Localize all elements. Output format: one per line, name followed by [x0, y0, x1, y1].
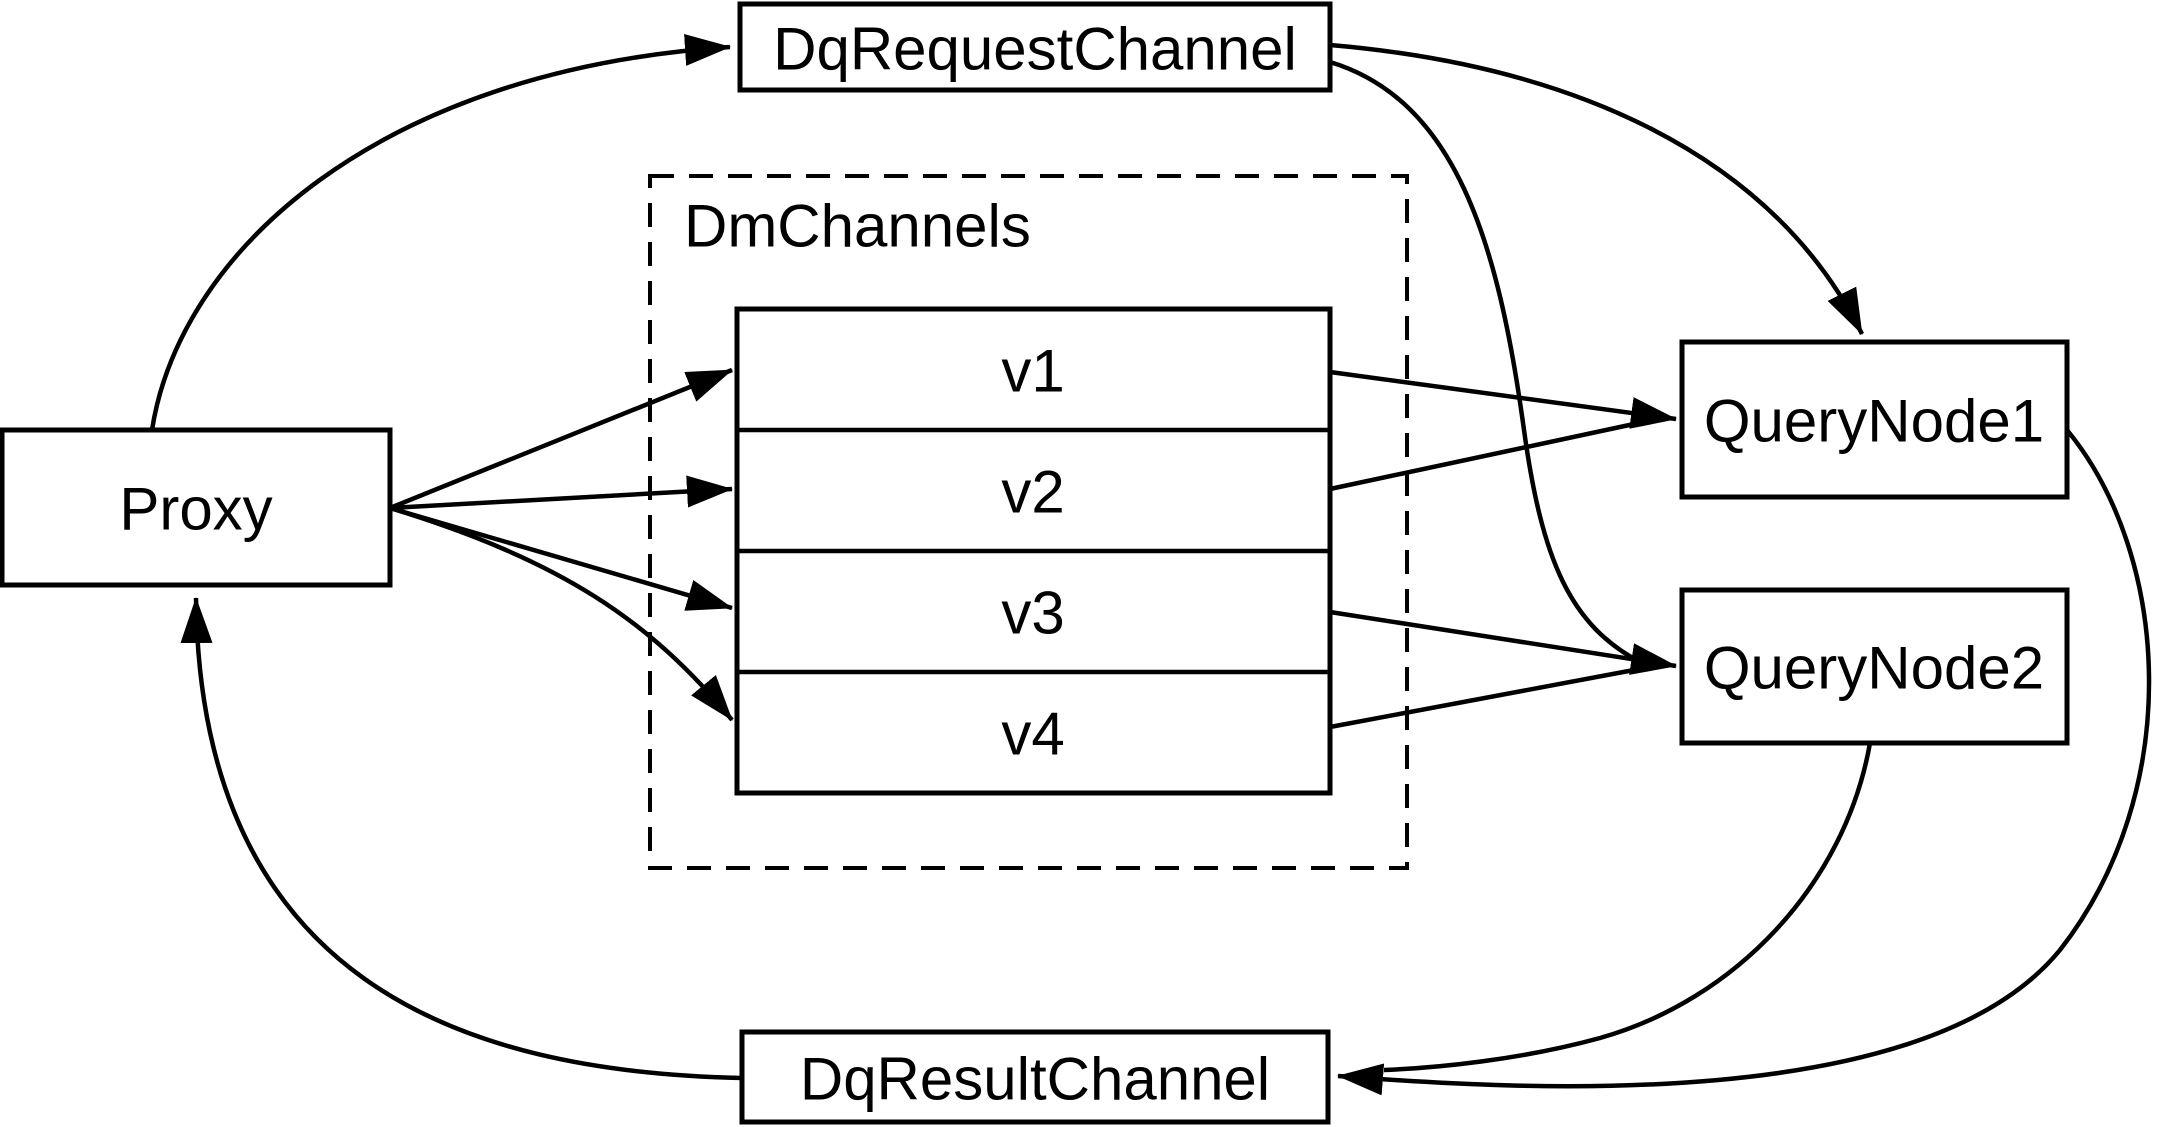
query-node-2-node [1679, 587, 2070, 746]
channel-row-v3: v3 [1001, 580, 1064, 647]
query-node-1-node [1679, 339, 2070, 500]
edge-v1-to-query-node-1 [1329, 369, 1677, 429]
edge-v2-to-query-node-1 [1329, 421, 1635, 492]
dq-result-channel-node [739, 1029, 1331, 1125]
edge-dq-request-channel-to-query-node-1 [1329, 42, 1865, 336]
dm-channels-group-label: DmChannels [684, 193, 1031, 260]
edge-query-node-2-to-dq-result-channel [1383, 742, 1873, 1073]
edge-proxy-to-dq-request-channel [149, 34, 731, 431]
channel-row-v4: v4 [1001, 701, 1064, 768]
edge-v3-to-query-node-2 [1329, 609, 1677, 675]
channel-row-v2: v2 [1001, 459, 1064, 526]
dq-request-channel-label: DqRequestChannel [773, 16, 1297, 83]
edge-proxy-to-v1 [389, 367, 733, 511]
dm-channels-group-box [648, 174, 1409, 870]
edge-dq-request-channel-to-query-node-2 [1329, 59, 1642, 664]
edge-query-node-1-to-dq-result-channel [1337, 428, 2152, 1096]
query-node-1-label: QueryNode1 [1704, 388, 2044, 455]
channel-row-v1: v1 [1001, 338, 1064, 405]
edge-v4-to-query-node-2 [1329, 667, 1635, 730]
proxy-label: Proxy [119, 476, 272, 543]
edge-dq-result-channel-to-proxy [180, 597, 743, 1081]
dq-request-channel-node [737, 1, 1333, 93]
edge-proxy-to-v2 [389, 475, 733, 511]
query-node-2-label: QueryNode2 [1704, 635, 2044, 702]
edge-proxy-to-v4 [389, 505, 734, 722]
proxy-node [0, 427, 393, 588]
dq-result-channel-label: DqResultChannel [800, 1046, 1270, 1113]
